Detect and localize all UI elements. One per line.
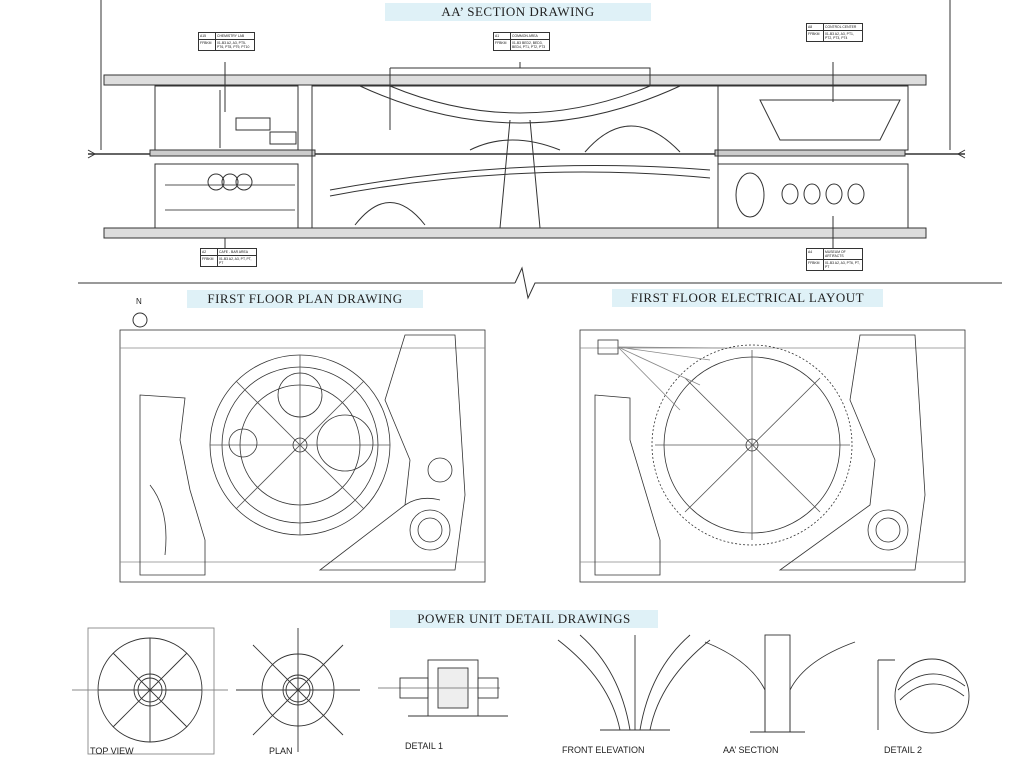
- power-unit-title: POWER UNIT DETAIL DRAWINGS: [390, 610, 658, 628]
- north-arrow-label: N: [136, 297, 142, 306]
- electrical-layout-drawing: [579, 329, 966, 583]
- detail1-label: DETAIL 1: [405, 741, 444, 751]
- front-elevation-label: FRONT ELEVATION: [562, 745, 645, 755]
- electrical-layout-title: FIRST FLOOR ELECTRICAL LAYOUT: [612, 289, 883, 307]
- floor-plan-title: FIRST FLOOR PLAN DRAWING: [187, 290, 423, 308]
- detail2-label: DETAIL 2: [884, 745, 923, 755]
- section-aa-title: AA’ SECTION DRAWING: [385, 3, 651, 21]
- plan-label: PLAN: [269, 746, 293, 756]
- section-aa-drawing: [78, 0, 1002, 300]
- aa-section-label: AA’ SECTION: [723, 745, 779, 755]
- top-view-drawing: [72, 627, 228, 755]
- top-view-label: TOP VIEW: [90, 746, 134, 756]
- first-floor-plan-drawing: [119, 312, 486, 583]
- power-unit-details: [72, 627, 970, 755]
